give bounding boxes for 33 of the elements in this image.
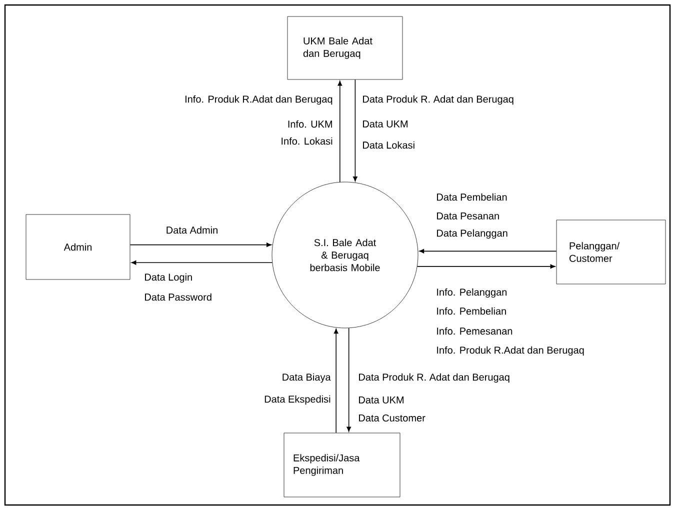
flow-label: Data UKM: [363, 120, 408, 128]
arrow: [334, 328, 338, 434]
flow-label: Data Login: [145, 273, 192, 283]
flow-label: Info. Lokasi: [282, 137, 332, 145]
arrow: [130, 242, 272, 247]
flow-label: Data Lokasi: [363, 141, 414, 149]
arrow: [338, 80, 342, 182]
entity-box: Ekspedisi/Jasa Pengiriman: [284, 432, 400, 498]
arrow: [353, 79, 358, 182]
arrow: [131, 260, 273, 265]
flow-label: Info. UKM: [288, 120, 332, 128]
flow-label: Data Admin: [166, 226, 218, 234]
flow-label: Info. Produk R.Adat dan Berugaq: [185, 95, 332, 105]
flow-label: Data UKM: [359, 396, 404, 404]
flow-label: Data Customer: [359, 414, 426, 422]
flow-label: Data Password: [145, 293, 212, 301]
flow-label: Info. Pembelian: [437, 307, 506, 315]
entity-box: UKM Bale Adat dan Berugaq: [287, 16, 403, 80]
flow-label: Data Pesanan: [437, 212, 499, 220]
flow-label: Data Pelanggan: [437, 229, 508, 239]
flow-label: Info. Pemesanan: [437, 327, 512, 335]
flow-label: Data Produk R. Adat dan Berugaq: [359, 373, 510, 383]
arrow: [416, 264, 556, 269]
flow-label: Info. Produk R.Adat dan Berugaq: [437, 346, 584, 356]
entity-box: Pelanggan/ Customer: [556, 220, 666, 284]
entity-box: Admin: [26, 214, 130, 280]
flow-label: Data Ekspedisi: [264, 395, 330, 405]
flow-label: Data Pembelian: [437, 193, 507, 201]
flow-label: Data Biaya: [282, 373, 331, 383]
arrow: [346, 328, 351, 432]
arrow: [419, 249, 557, 254]
flow-label: Info. Pelanggan: [437, 288, 507, 298]
flow-label: Data Produk R. Adat dan Berugaq: [363, 95, 514, 105]
